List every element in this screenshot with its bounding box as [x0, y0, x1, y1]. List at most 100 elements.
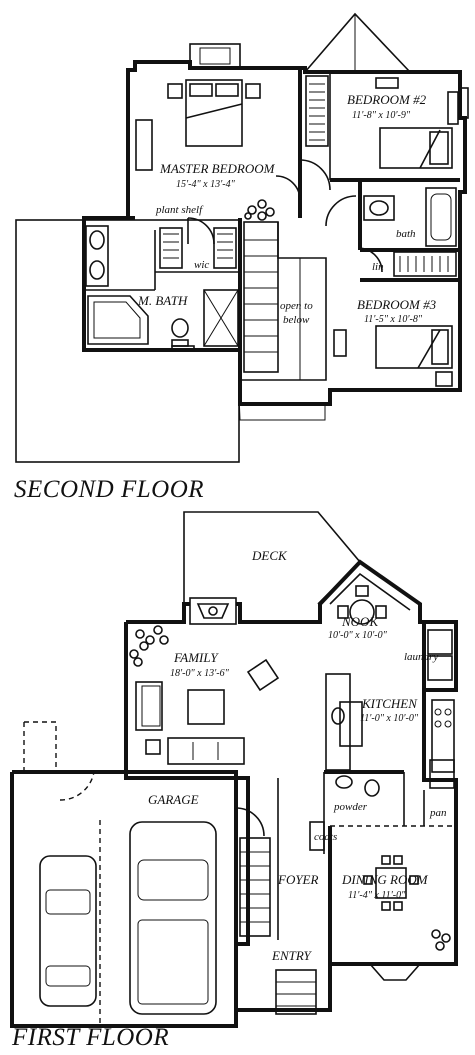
garage-door-swing: [59, 771, 95, 801]
master-nightstand-right: [245, 83, 261, 99]
dining-chair-2: [393, 855, 403, 865]
master-bed: [185, 79, 243, 147]
hall-door-arc-2: [275, 175, 301, 201]
stair-treads-lower: [240, 851, 270, 923]
dining-chair-1: [381, 855, 391, 865]
master-exterior-wall: [126, 60, 302, 220]
family-sofa-bottom: [167, 737, 245, 765]
garage-garage-door-arc: [235, 807, 265, 837]
nook-chair-3: [355, 585, 369, 597]
flower-decor-1: [244, 199, 275, 221]
fireplace-fire: [208, 606, 218, 616]
bath-vanity: [363, 195, 395, 221]
open-to-label: open to: [280, 300, 313, 312]
dining-chair-3: [381, 901, 391, 911]
kitchen-counter-west: [325, 673, 351, 771]
linen-closet: [393, 251, 457, 277]
bedroom3-label: BEDROOM #3: [357, 297, 437, 312]
bedroom3-bed-fold: [417, 329, 441, 369]
entry-step-lines: [276, 981, 316, 1007]
family-side-table: [145, 739, 161, 755]
flower-decor-4: [431, 929, 451, 951]
bedroom3-nightstand: [435, 371, 453, 387]
bedroom3-bed: [375, 325, 453, 369]
kitchen-size: 11'-0" x 10'-0": [360, 713, 419, 724]
bedroom2-bed-pillow: [429, 131, 449, 165]
lin-label: lin: [372, 261, 384, 273]
master-bedroom-label: MASTER BEDROOM: [159, 161, 276, 176]
stair-upper: [243, 221, 279, 373]
kitchen-label: KITCHEN: [361, 696, 418, 711]
dining-table: [375, 867, 407, 899]
first-floor-title: FIRST FLOOR: [11, 1024, 169, 1051]
car-1: [39, 855, 97, 1007]
flower-decor-3: [129, 649, 143, 667]
washer: [427, 629, 453, 655]
m-bath-label: M. BATH: [137, 293, 188, 308]
first-floor-plan: DECK NOOK 10'-0" x 10'-0" laundry FAMILY…: [10, 511, 458, 1051]
family-coffee-table: [187, 689, 225, 725]
car-1-rear: [45, 965, 91, 987]
second-floor-plan: MASTER BEDROOM 15'-4" x 13'-4" plant she…: [14, 12, 469, 503]
linen-shelves: [399, 256, 449, 272]
car-2: [129, 821, 217, 1015]
mbath-toilet: [171, 318, 189, 338]
family-sofa-left: [135, 681, 163, 731]
bedroom3-desk: [333, 329, 347, 357]
master-bed-fold: [185, 103, 243, 119]
second-floor-title: SECOND FLOOR: [14, 476, 204, 503]
nook-size: 10'-0" x 10'-0": [328, 630, 388, 641]
hall-door-arc-1: [299, 159, 331, 191]
mbath-toilet-tank: [171, 339, 189, 347]
dining-chair-6: [409, 875, 419, 885]
bedroom2-size: 11'-8" x 10'-9": [352, 110, 411, 121]
coats-label: coats: [314, 831, 337, 843]
foyer-label: FOYER: [277, 872, 319, 887]
family-size: 18'-0" x 13'-6": [170, 668, 230, 679]
nook-chair-2: [375, 605, 387, 619]
master-bed-pillow-2: [215, 83, 239, 97]
wic-hangers: [163, 233, 233, 259]
bedroom3-bed-pillow: [431, 329, 449, 365]
car-1-windshield: [45, 889, 91, 915]
mbath-linen-x2: [203, 289, 239, 347]
mbath-linen: [203, 289, 239, 347]
car-2-bed: [137, 919, 209, 1005]
mbath-vent: [171, 345, 195, 351]
master-door-swing: [187, 217, 215, 245]
entry-label: ENTRY: [271, 948, 313, 963]
open-to-below-rail: [240, 222, 327, 381]
flower-decor-2: [135, 625, 169, 651]
bedroom2-nightstand: [375, 77, 399, 89]
kitchen-island: [339, 701, 363, 747]
bedroom2-bed: [379, 127, 453, 169]
mbath-corner-tub-inner: [93, 301, 141, 339]
house-exterior-wall: [124, 559, 458, 1012]
nook-table: [349, 599, 375, 625]
bedroom2-window-seat: [447, 91, 459, 125]
nook-bay: [329, 572, 411, 611]
garage-label: GARAGE: [148, 792, 199, 807]
stair-treads-upper: [244, 239, 278, 353]
master-bedroom-size: 15'-4" x 13'-4": [176, 179, 236, 190]
dining-chair-5: [363, 875, 373, 885]
powder-label: powder: [333, 801, 368, 813]
garage-wall: [10, 770, 238, 1028]
dining-chair-4: [393, 901, 403, 911]
dryer: [427, 655, 453, 681]
bath-sink: [369, 200, 389, 216]
pan-label: pan: [429, 807, 447, 819]
family-sofa-left-seat: [141, 685, 161, 727]
right-bump: [459, 87, 469, 119]
nook-chair-1: [337, 605, 349, 619]
stair-lower: [239, 837, 271, 937]
car-2-cab: [137, 859, 209, 901]
bedroom2-bed-fold: [419, 129, 441, 169]
family-sofa-cushions: [192, 742, 219, 760]
dining-bay: [369, 963, 421, 981]
chimney-box: [189, 43, 241, 69]
mbath-corner-tub: [87, 295, 149, 345]
master-bath-wall: [82, 216, 242, 352]
fireplace-hearth: [196, 603, 230, 619]
